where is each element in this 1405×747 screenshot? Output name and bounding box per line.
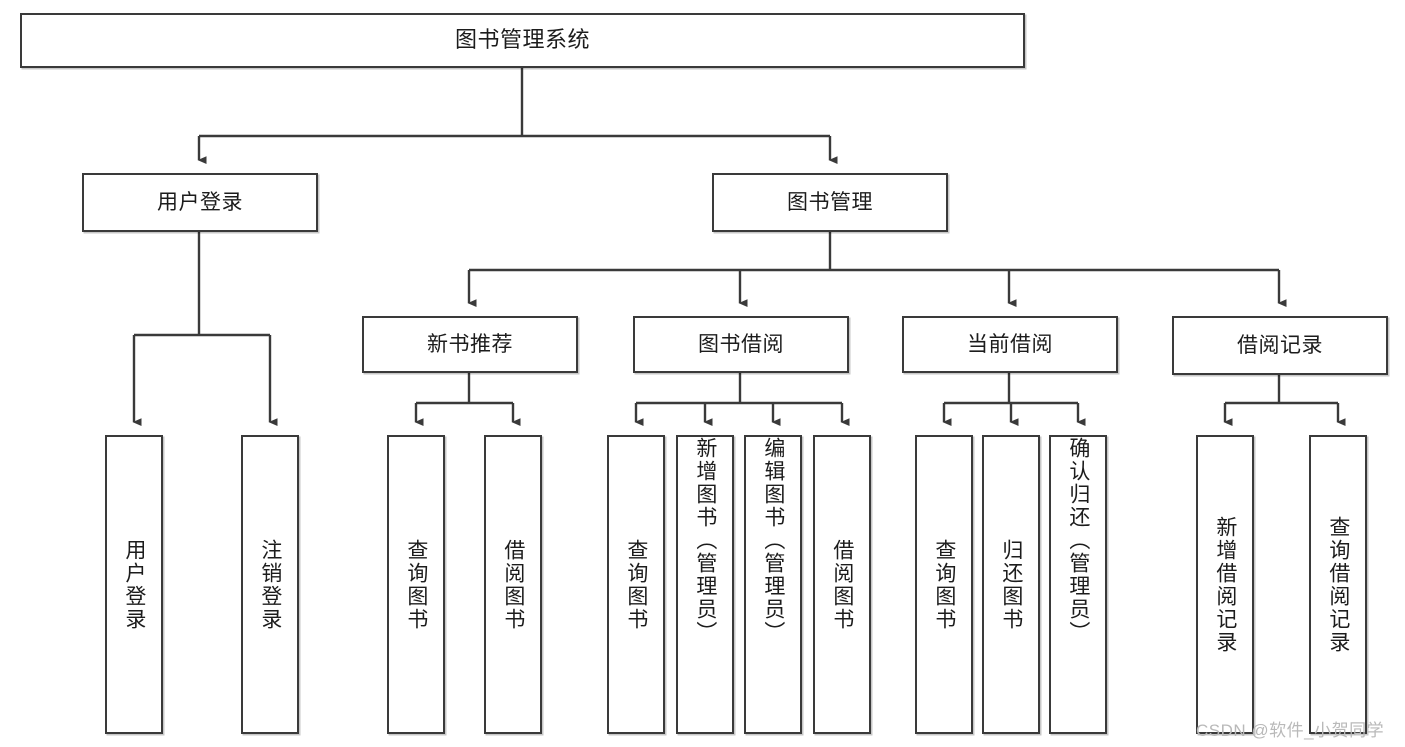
leaf-borrow-add-book-admin[interactable]: 新增图书（管理员）: [676, 435, 734, 734]
node-label: 借阅记录: [1237, 333, 1323, 357]
node-label: 注销登录: [258, 538, 282, 631]
leaf-current-confirm-return-admin[interactable]: 确认归还（管理员）: [1049, 435, 1107, 734]
node-label: 当前借阅: [967, 332, 1053, 356]
node-label: 新增借阅记录: [1213, 515, 1237, 654]
node-label: 图书借阅: [698, 332, 784, 356]
node-label: 查询借阅记录: [1326, 515, 1350, 654]
node-borrow-record[interactable]: 借阅记录: [1172, 316, 1388, 375]
node-new-book-recommend[interactable]: 新书推荐: [362, 316, 578, 373]
node-label: 图书管理系统: [454, 27, 590, 53]
node-label: 归还图书: [999, 538, 1023, 631]
node-label: 借阅图书: [830, 538, 854, 631]
node-label: 新增图书（管理员）: [693, 437, 717, 644]
leaf-record-add-record[interactable]: 新增借阅记录: [1196, 435, 1254, 734]
node-current-borrow[interactable]: 当前借阅: [902, 316, 1118, 373]
node-label: 查询图书: [932, 538, 956, 631]
node-label: 用户登录: [157, 190, 243, 214]
node-user-login[interactable]: 用户登录: [82, 173, 318, 232]
leaf-recommend-borrow-book[interactable]: 借阅图书: [484, 435, 542, 734]
node-label: 借阅图书: [501, 538, 525, 631]
leaf-borrow-query-book[interactable]: 查询图书: [607, 435, 665, 734]
leaf-record-query-record[interactable]: 查询借阅记录: [1309, 435, 1367, 734]
node-label: 查询图书: [624, 538, 648, 631]
leaf-current-return-book[interactable]: 归还图书: [982, 435, 1040, 734]
leaf-user-logout[interactable]: 注销登录: [241, 435, 299, 734]
leaf-recommend-query-book[interactable]: 查询图书: [387, 435, 445, 734]
leaf-borrow-borrow-book[interactable]: 借阅图书: [813, 435, 871, 734]
node-book-borrow[interactable]: 图书借阅: [633, 316, 849, 373]
node-label: 查询图书: [404, 538, 428, 631]
leaf-current-query-book[interactable]: 查询图书: [915, 435, 973, 734]
node-label: 用户登录: [122, 538, 146, 631]
node-label: 新书推荐: [427, 332, 513, 356]
leaf-user-login[interactable]: 用户登录: [105, 435, 163, 734]
csdn-watermark: CSDN @软件_小贺同学: [1196, 721, 1385, 740]
node-label: 图书管理: [787, 190, 873, 214]
node-label: 确认归还（管理员）: [1066, 437, 1090, 644]
node-book-management[interactable]: 图书管理: [712, 173, 948, 232]
leaf-borrow-edit-book-admin[interactable]: 编辑图书（管理员）: [744, 435, 802, 734]
node-root-system[interactable]: 图书管理系统: [20, 13, 1025, 68]
node-label: 编辑图书（管理员）: [761, 437, 785, 644]
